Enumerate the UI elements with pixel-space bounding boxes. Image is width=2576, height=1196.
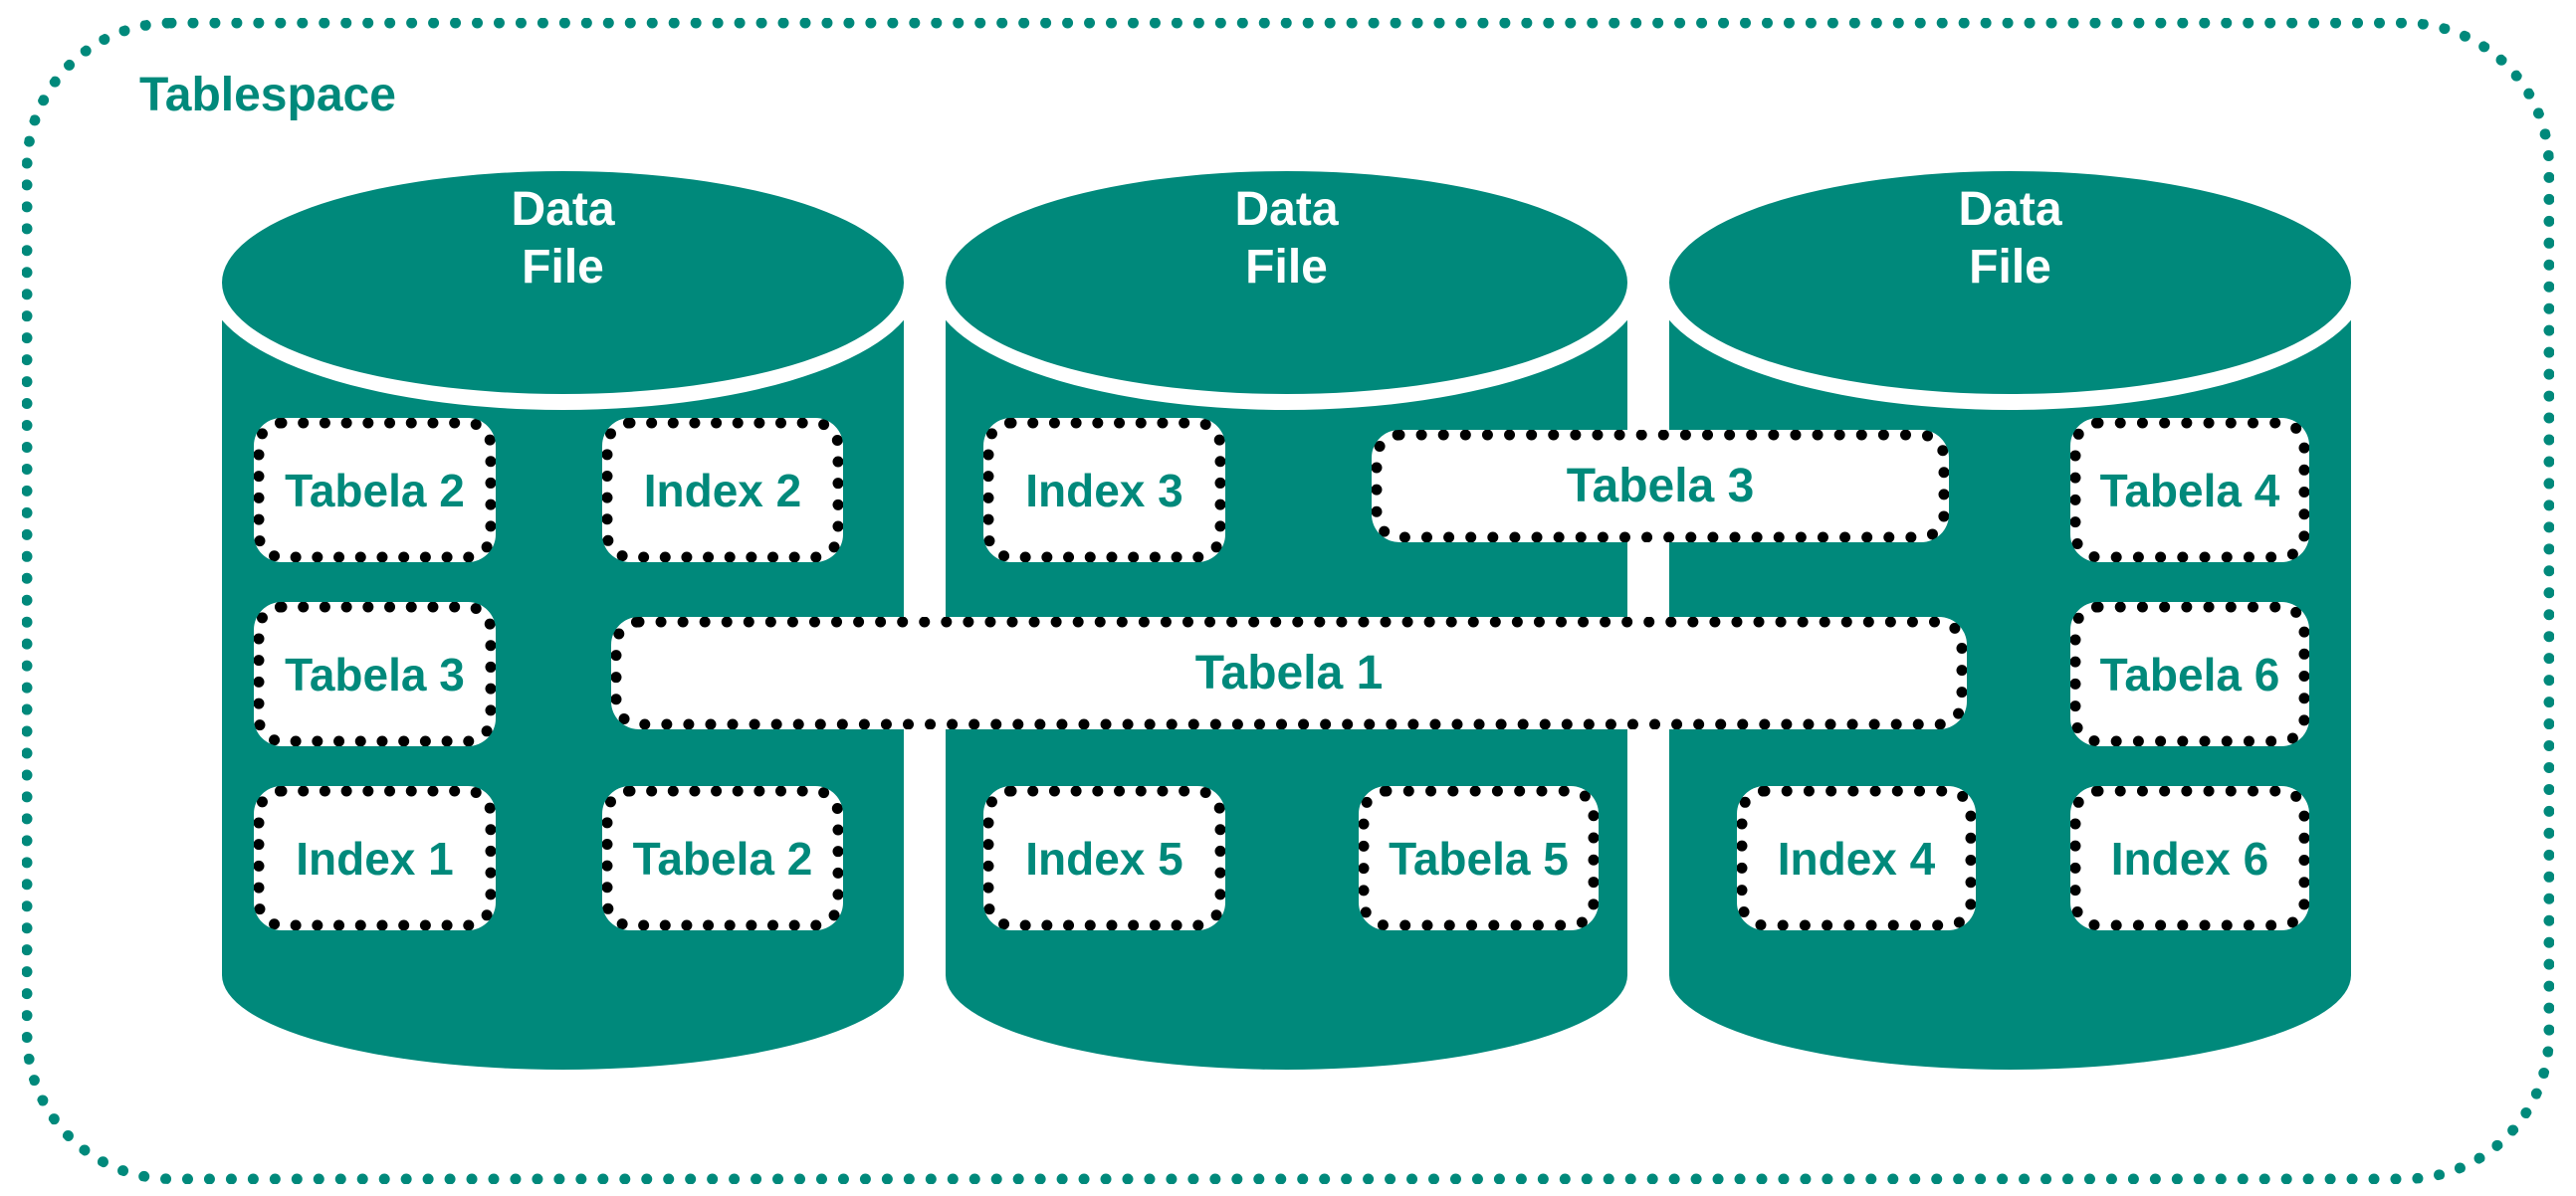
extent-tabela-2-file1-row3: Tabela 2 [602,786,843,930]
datafile-cylinder-2: Data File [930,0,1643,1196]
extent-label: Tabela 2 [285,464,465,516]
datafile-label: Data File [1669,181,2351,297]
datafile-cylinder-1: Data File [206,0,920,1196]
extent-label: Tabela 4 [2099,464,2280,516]
tablespace-title: Tablespace [139,69,396,121]
extent-label: Tabela 2 [632,832,813,885]
extent-label: Index 5 [1025,832,1183,885]
datafile-label-line2: File [1969,241,2051,294]
extent-label: Tabela 6 [2099,648,2280,700]
extent-label: Tabela 1 [1194,647,1384,699]
tablespace-boundary [22,18,2554,1184]
extent-tabela-3-spanning-bar: Tabela 3 [1372,430,1949,542]
extent-tabela-1-spanning-bar: Tabela 1 [611,617,1967,729]
datafile-label-line1: Data [1958,183,2062,236]
datafile-cylinder-3: Data File [1653,0,2367,1196]
extent-label: Tabela 3 [1566,460,1755,512]
extent-tabela-2-file1-row1: Tabela 2 [254,418,496,562]
extent-tabela-4-file3-row1: Tabela 4 [2070,418,2309,562]
extent-index-4-file3-row3: Index 4 [1737,786,1976,930]
extent-label: Index 2 [643,464,802,516]
extent-label: Index 1 [296,832,454,885]
extent-label: Index 4 [1777,832,1936,885]
extent-tabela-3-file1-row2: Tabela 3 [254,602,496,746]
extent-index-5-file2-row3: Index 5 [983,786,1225,930]
datafile-label-line1: Data [1234,183,1339,236]
extent-label: Tabela 3 [285,648,465,700]
datafile-label-line1: Data [511,183,615,236]
extent-label: Index 3 [1025,464,1183,516]
extent-label: Tabela 5 [1389,832,1569,885]
extent-tabela-5-file2-row3: Tabela 5 [1359,786,1599,930]
extent-label: Index 6 [2110,832,2269,885]
datafile-label: Data File [946,181,1627,297]
extent-tabela-6-file3-row2: Tabela 6 [2070,602,2309,746]
extent-index-3-file2-row1: Index 3 [983,418,1225,562]
datafile-label: Data File [222,181,904,297]
extent-index-2-file1-row1: Index 2 [602,418,843,562]
datafile-label-line2: File [1245,241,1328,294]
extent-index-1-file1-row3: Index 1 [254,786,496,930]
extent-index-6-file3-row3: Index 6 [2070,786,2309,930]
datafile-label-line2: File [522,241,604,294]
